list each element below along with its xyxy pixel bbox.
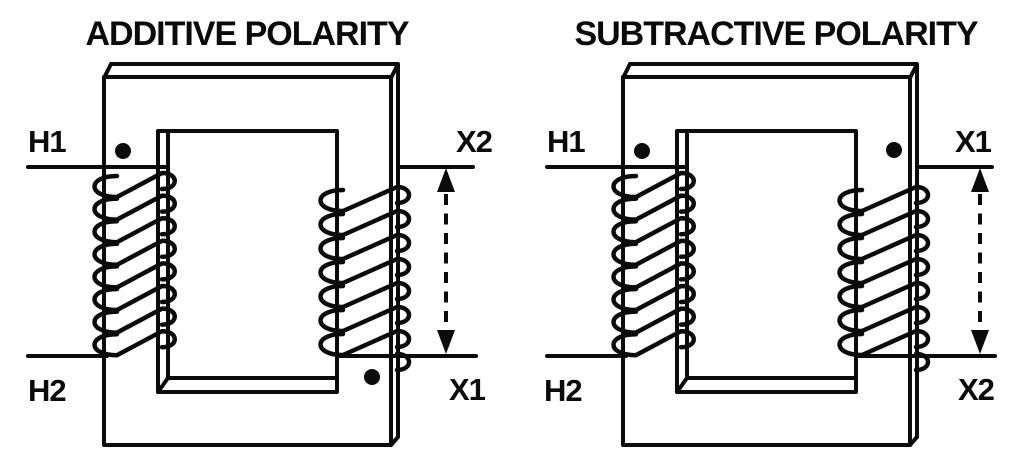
primary-winding-coil — [611, 170, 696, 358]
terminal-label-h2: H2 — [28, 373, 66, 408]
polarity-dot-x1 — [886, 142, 902, 158]
core-window-back-edges — [675, 129, 858, 394]
diagram-subtractive-polarity: SUBTRACTIVE POLARITY H1 X1 H2 X2 — [544, 15, 997, 447]
primary-winding-coil — [92, 170, 177, 358]
polarity-dot-h1 — [115, 143, 131, 159]
core-window-opening — [675, 129, 858, 394]
terminal-label-x1: X1 — [955, 124, 992, 159]
arrow-up-head — [437, 168, 455, 192]
core-back-edges — [621, 62, 919, 447]
terminal-label-x2: X2 — [456, 124, 492, 159]
terminal-label-x2: X2 — [958, 372, 994, 407]
secondary-winding-coil — [837, 184, 931, 373]
diagram-title: ADDITIVE POLARITY — [85, 15, 409, 53]
diagram-title: SUBTRACTIVE POLARITY — [574, 15, 978, 53]
terminal-label-h1: H1 — [547, 124, 585, 159]
secondary-voltage-arrow — [437, 168, 455, 354]
arrow-down-head — [971, 330, 989, 354]
arrow-down-head — [437, 330, 455, 354]
core-back-edges — [102, 62, 400, 447]
secondary-voltage-arrow — [971, 168, 989, 354]
core-window-back-edges — [156, 129, 339, 394]
diagram-additive-polarity: ADDITIVE POLARITY H1 X2 H2 — [26, 15, 493, 447]
terminal-label-h2: H2 — [544, 373, 582, 408]
terminal-label-h1: H1 — [28, 124, 66, 159]
core-window-opening — [156, 129, 339, 394]
polarity-dot-h1 — [634, 143, 650, 159]
transformer-core — [102, 62, 400, 447]
polarity-dot-x1 — [364, 369, 380, 385]
arrow-up-head — [971, 168, 989, 192]
terminal-label-x1: X1 — [449, 372, 486, 407]
secondary-winding-coil — [318, 184, 412, 373]
